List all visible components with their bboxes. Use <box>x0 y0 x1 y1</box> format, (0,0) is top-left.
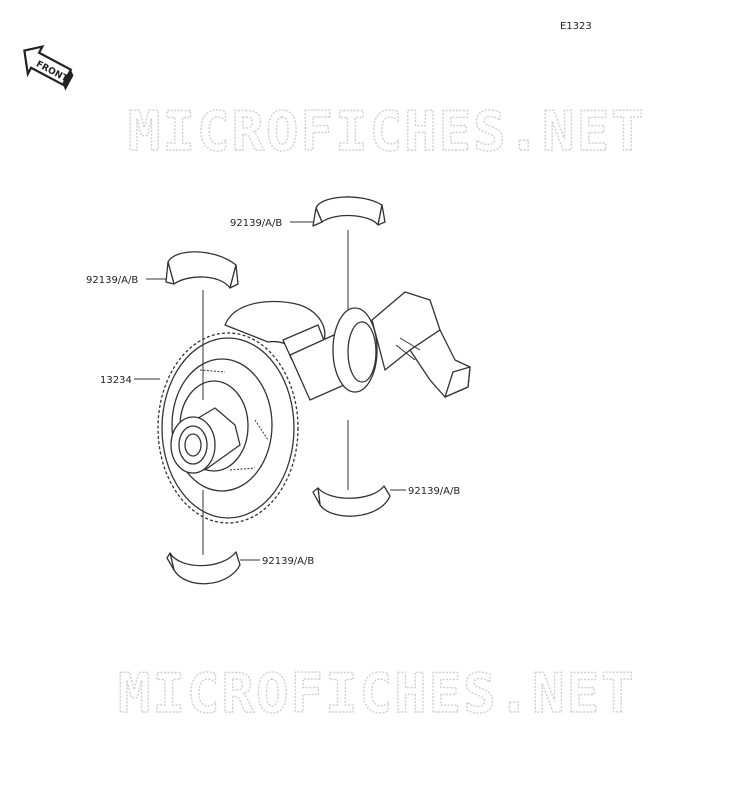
bearing-shell-upper-left <box>165 251 239 289</box>
bearing-shell-upper-right <box>312 196 386 227</box>
bearing-shell-lower-right <box>312 485 391 517</box>
balancer-shaft <box>224 291 471 401</box>
front-arrow-icon: FRONT <box>23 44 74 91</box>
callout-bearing-lower-left: 92139/A/B <box>262 556 314 567</box>
leader-lines <box>134 221 406 561</box>
diagram-code: E1323 <box>560 21 592 32</box>
watermark-bottom: MICROFICHES.NET <box>118 662 636 725</box>
watermark-top: MICROFICHES.NET <box>128 100 646 163</box>
callout-balancer-gear: 13234 <box>100 375 132 386</box>
bearing-shell-lower-left <box>166 551 241 585</box>
balancer-gear <box>157 332 299 524</box>
callout-bearing-lower-right: 92139/A/B <box>408 486 460 497</box>
callout-bearing-upper-right: 92139/A/B <box>230 218 282 229</box>
callout-bearing-upper-left: 92139/A/B <box>86 275 138 286</box>
